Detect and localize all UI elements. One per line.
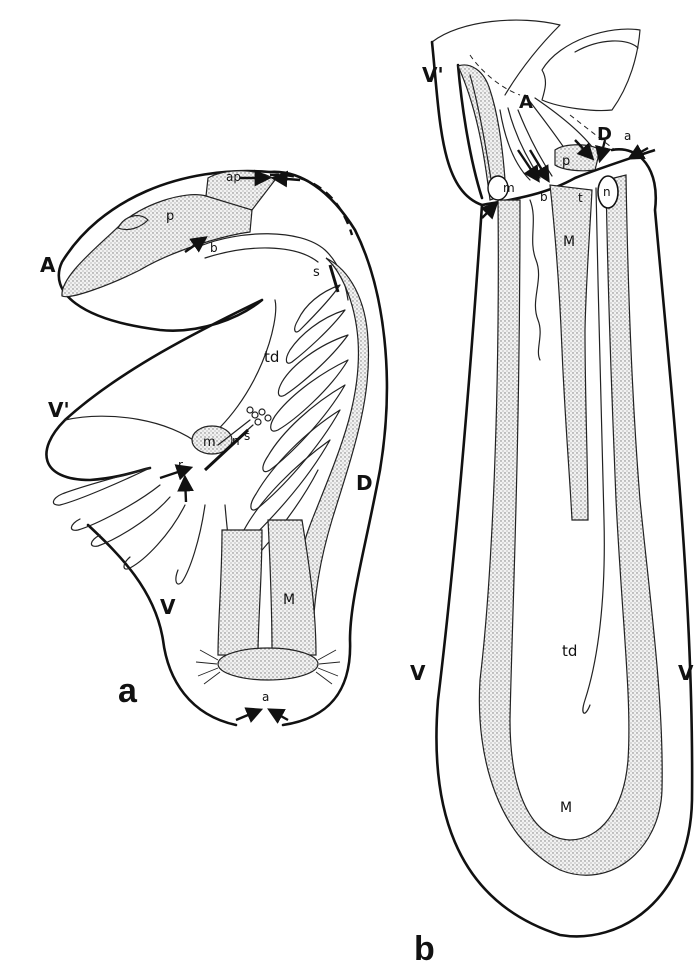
panel-b-label-b: b bbox=[540, 190, 548, 204]
panel-a-label-m: m bbox=[203, 435, 216, 450]
panel-b-label-a: a bbox=[624, 129, 631, 143]
panel-a-label-s-lower: s bbox=[244, 429, 250, 443]
panel-a-label-V: V bbox=[160, 595, 176, 619]
panel-a-sensory-tuft bbox=[247, 407, 271, 425]
panel-b-wavy-left bbox=[530, 200, 540, 360]
panel-a-label-a: a bbox=[262, 690, 269, 704]
panel-a-label-ap: ap bbox=[226, 170, 241, 184]
panel-a-arrow-a-left bbox=[236, 710, 260, 720]
panel-b-label-M-upper: M bbox=[563, 234, 575, 250]
panel-b-top-loop-left bbox=[432, 20, 560, 95]
panel-b-label-D: D bbox=[597, 124, 612, 145]
panel-b-label-V-right: V bbox=[678, 661, 694, 685]
panel-b-label-A: A bbox=[519, 92, 533, 113]
panel-b-label-M-lower: M bbox=[560, 800, 572, 816]
panel-a-label-A: A bbox=[40, 253, 56, 277]
panel-a-letter: a bbox=[118, 672, 138, 710]
panel-a-label-p: p bbox=[166, 209, 174, 224]
panel-a-pharynx bbox=[62, 195, 252, 297]
panel-a-label-n: n bbox=[232, 434, 240, 448]
panel-a-label-D: D bbox=[356, 471, 373, 495]
panel-b-top-loop-right-inner bbox=[575, 41, 638, 52]
panel-b-label-n: n bbox=[603, 185, 611, 199]
panel-a-arch bbox=[200, 234, 348, 300]
panel-b-label-V-left: V bbox=[410, 661, 426, 685]
panel-a-arch-inner bbox=[205, 248, 318, 262]
panel-b-label-m: m bbox=[503, 181, 515, 195]
panel-b: V' A D a p m b t n M td M V V b bbox=[410, 20, 694, 966]
panel-a-arrow-r-up bbox=[185, 478, 186, 502]
panel-a-label-td: td bbox=[264, 348, 279, 366]
panel-a-label-V-prime: V' bbox=[48, 398, 70, 422]
panel-a-label-s-upper: s bbox=[313, 265, 320, 280]
panel-a-label-M: M bbox=[283, 592, 295, 608]
panel-b-arrow-m bbox=[482, 204, 496, 218]
panel-a: A V' V D ap p b s td m n s r M a a bbox=[40, 170, 387, 725]
panel-a-arrow-ap-right bbox=[274, 178, 300, 180]
panel-b-label-t: t bbox=[578, 191, 583, 205]
panel-a-disc bbox=[218, 648, 318, 680]
panel-a-label-r: r bbox=[178, 458, 183, 472]
panel-b-letter: b bbox=[414, 930, 435, 966]
panel-b-label-td: td bbox=[562, 642, 577, 660]
panel-a-stalk-left bbox=[218, 530, 262, 655]
panel-b-label-p: p bbox=[562, 154, 570, 169]
panel-a-arrow-a-right bbox=[270, 710, 288, 720]
panel-b-arrow-b bbox=[518, 150, 538, 180]
panel-a-arrow-r bbox=[160, 468, 190, 478]
panel-a-label-b: b bbox=[210, 241, 218, 255]
panel-b-label-V-prime: V' bbox=[422, 63, 444, 87]
